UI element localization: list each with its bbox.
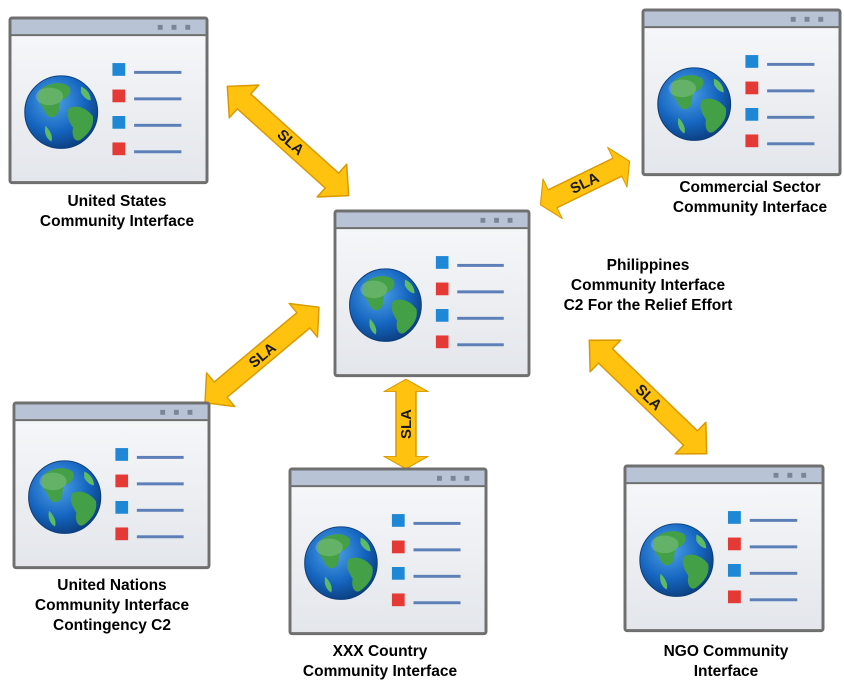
label-xxx: XXX Country Community Interface <box>303 642 457 682</box>
window-commercial <box>641 8 842 177</box>
label-philippines: Philippines Community Interface C2 For t… <box>564 256 733 316</box>
label-un: United Nations Community Interface Conti… <box>35 576 189 636</box>
label-ngo-line2: Interface <box>693 663 759 680</box>
window-philippines <box>333 209 531 378</box>
label-commercial-line2: Community Interface <box>672 199 828 216</box>
label-xxx-line2: Community Interface <box>302 663 458 680</box>
window-us <box>8 16 209 185</box>
label-commercial: Commercial Sector Community Interface <box>673 178 827 218</box>
window-ngo <box>623 464 825 633</box>
window-xxx <box>288 467 488 636</box>
label-un-line1: United Nations <box>57 577 167 594</box>
label-philippines-line1: Philippines <box>606 257 690 274</box>
label-un-line2: Community Interface <box>34 597 190 614</box>
label-xxx-line1: XXX Country <box>332 643 428 660</box>
sla-label-xxx: SLA <box>398 409 415 439</box>
label-us-line1: United States <box>67 193 167 210</box>
label-ngo-line1: NGO Community <box>663 643 789 660</box>
label-us-line2: Community Interface <box>39 213 195 230</box>
label-un-line3: Contingency C2 <box>53 617 171 634</box>
window-un <box>12 401 211 570</box>
label-commercial-line1: Commercial Sector <box>679 179 821 196</box>
label-ngo: NGO Community Interface <box>664 642 789 682</box>
label-philippines-line3: C2 For the Relief Effort <box>563 297 733 314</box>
label-philippines-line2: Community Interface <box>570 277 726 294</box>
label-us: United States Community Interface <box>40 192 194 232</box>
